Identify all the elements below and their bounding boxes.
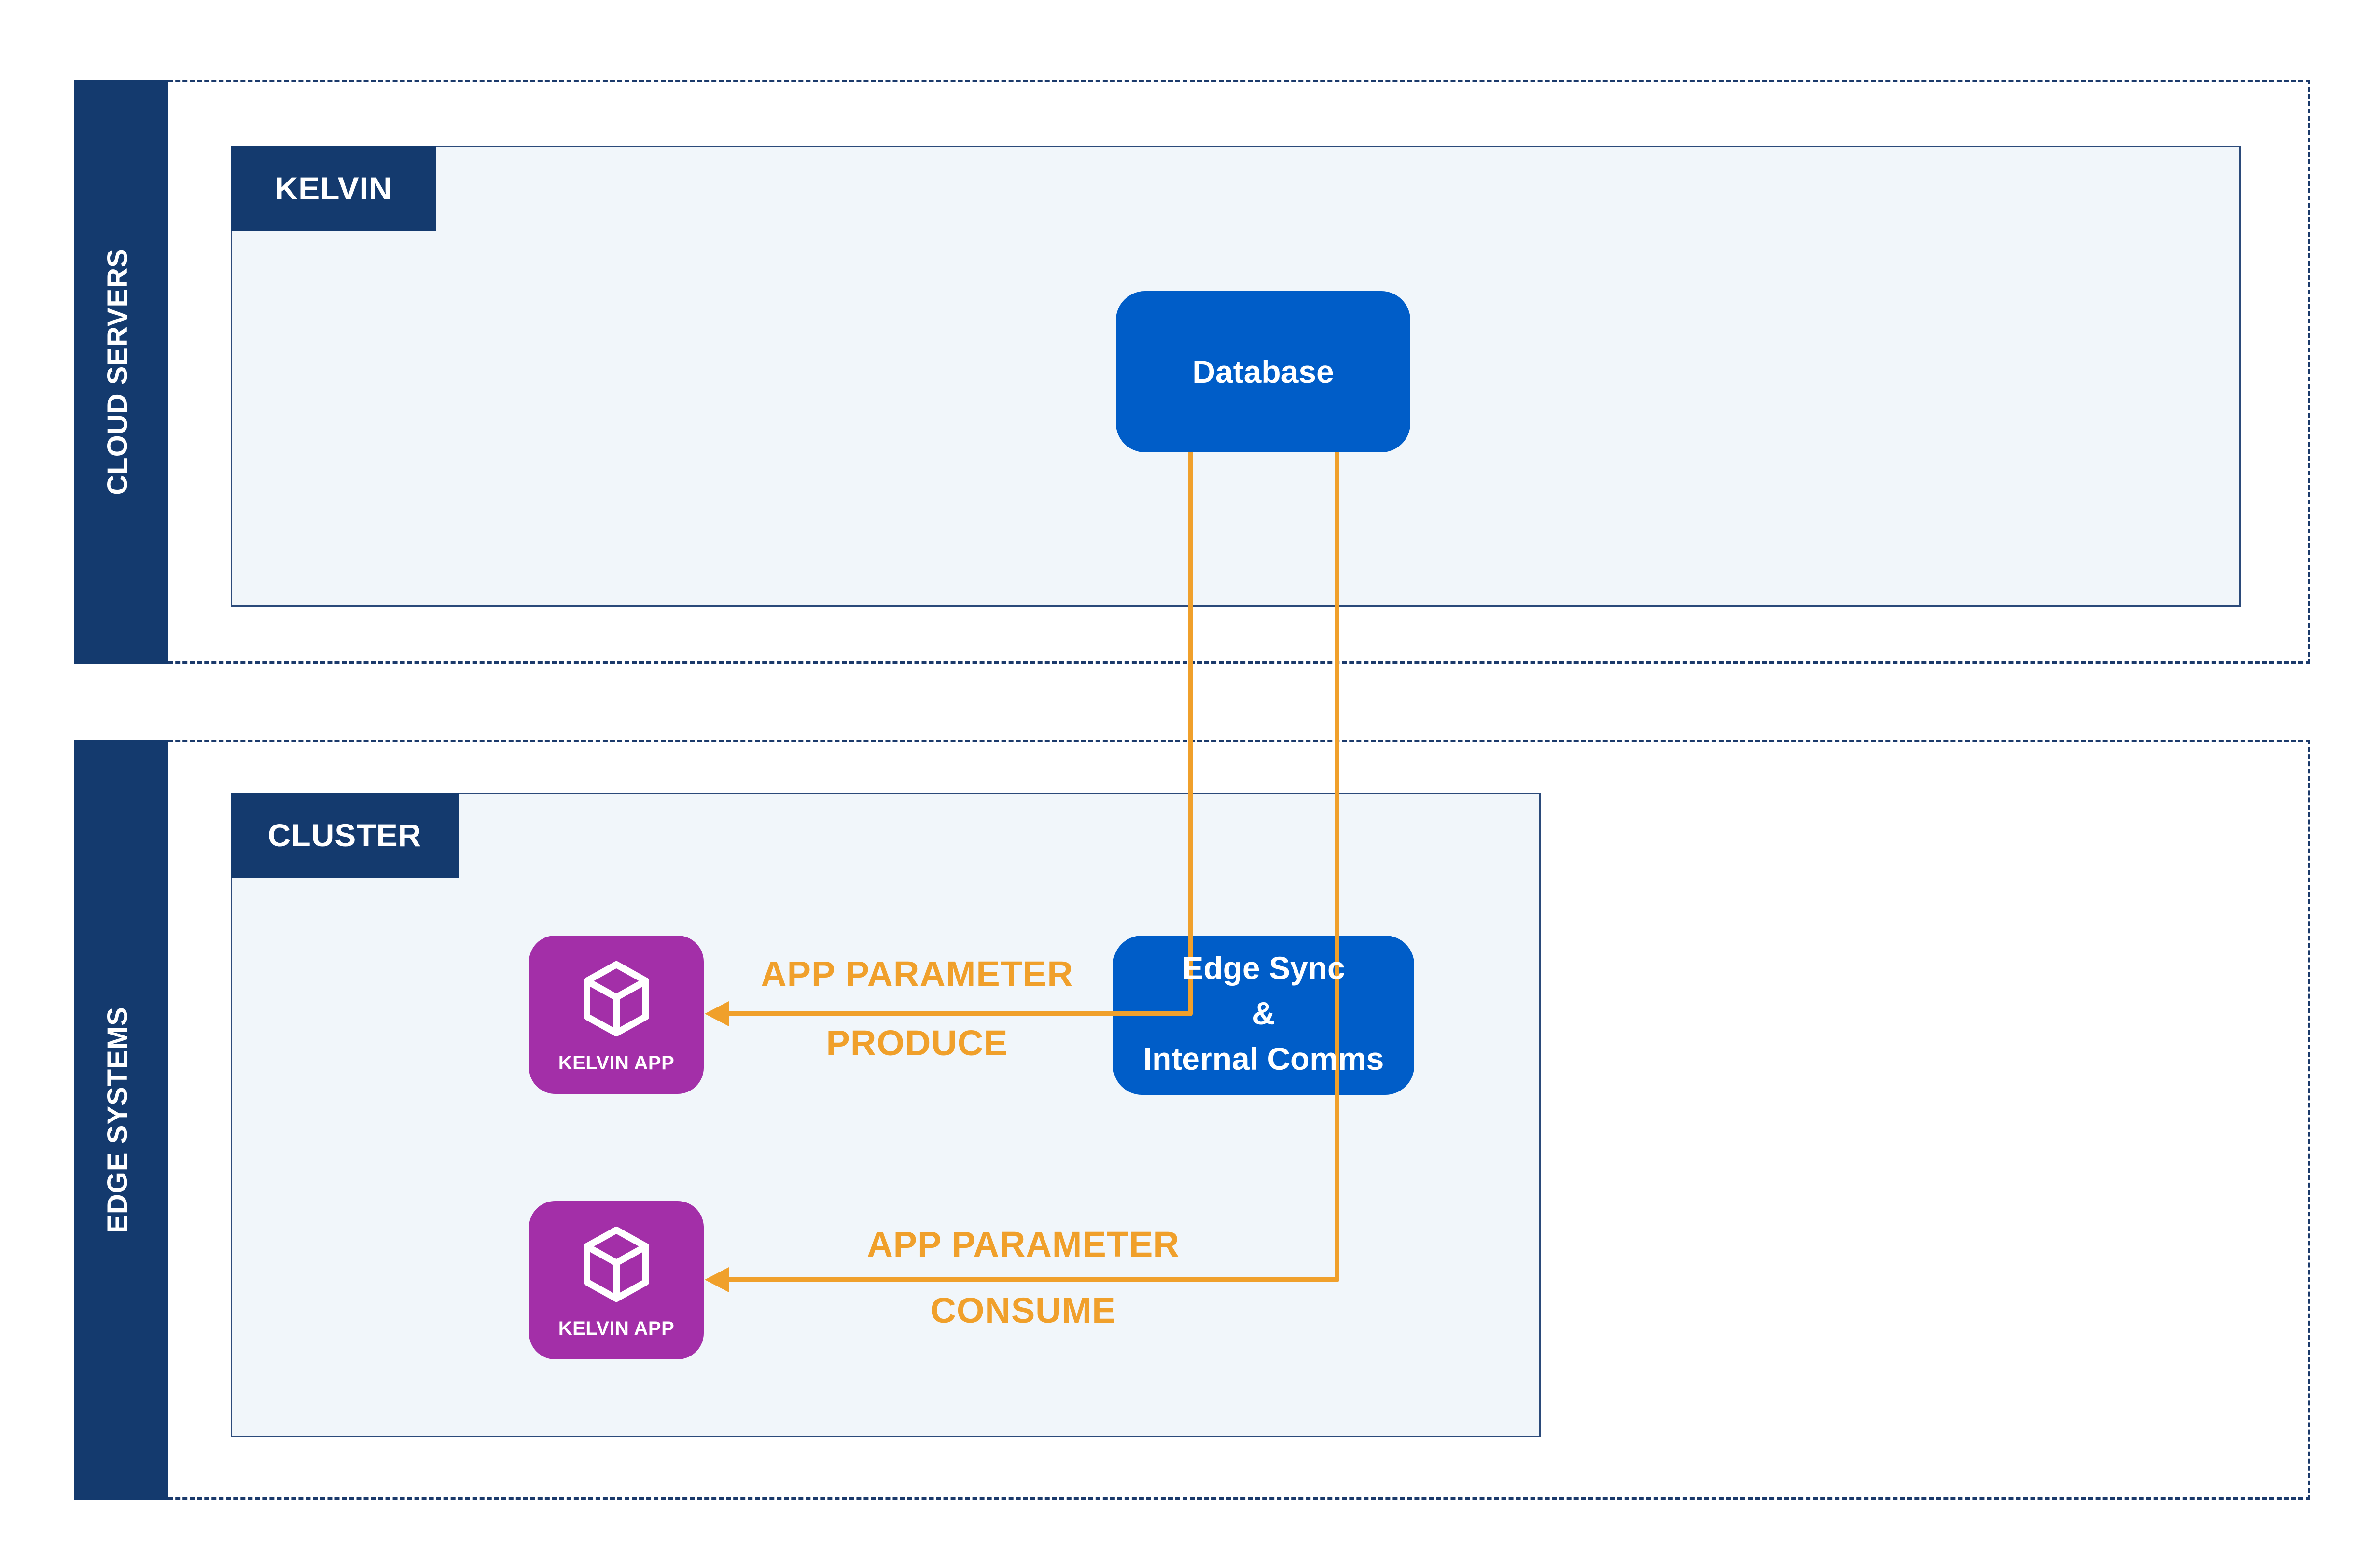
edge-sync-line3: Internal Comms bbox=[1143, 1041, 1384, 1077]
produce-flow-action: PRODUCE bbox=[826, 1023, 1008, 1063]
edge-systems-bar bbox=[74, 740, 168, 1500]
cluster-panel bbox=[231, 793, 1541, 1437]
cloud-servers-bar bbox=[74, 80, 168, 664]
cloud-servers-label: CLOUD SERVERS bbox=[102, 248, 133, 495]
kelvin-app-producer[interactable]: KELVIN APP bbox=[529, 936, 704, 1094]
cube-icon bbox=[584, 961, 649, 1036]
edge-sync-line2: & bbox=[1252, 995, 1275, 1031]
cube-icon bbox=[584, 1227, 649, 1302]
kelvin-app-label: KELVIN APP bbox=[558, 1318, 675, 1339]
kelvin-app-consumer[interactable]: KELVIN APP bbox=[529, 1201, 704, 1359]
consume-flow-action: CONSUME bbox=[930, 1290, 1116, 1330]
kelvin-app-label: KELVIN APP bbox=[558, 1052, 675, 1074]
edge-systems-label: EDGE SYSTEMS bbox=[102, 1007, 133, 1233]
cluster-panel-title: CLUSTER bbox=[231, 793, 459, 878]
consume-flow-title: APP PARAMETER bbox=[867, 1224, 1180, 1264]
edge-sync-line1: Edge Sync bbox=[1182, 950, 1345, 986]
kelvin-panel-title: KELVIN bbox=[231, 146, 436, 231]
edge-sync-node[interactable]: Edge Sync & Internal Comms bbox=[1113, 936, 1414, 1095]
database-node[interactable]: Database bbox=[1116, 291, 1410, 452]
produce-flow-title: APP PARAMETER bbox=[761, 954, 1073, 994]
